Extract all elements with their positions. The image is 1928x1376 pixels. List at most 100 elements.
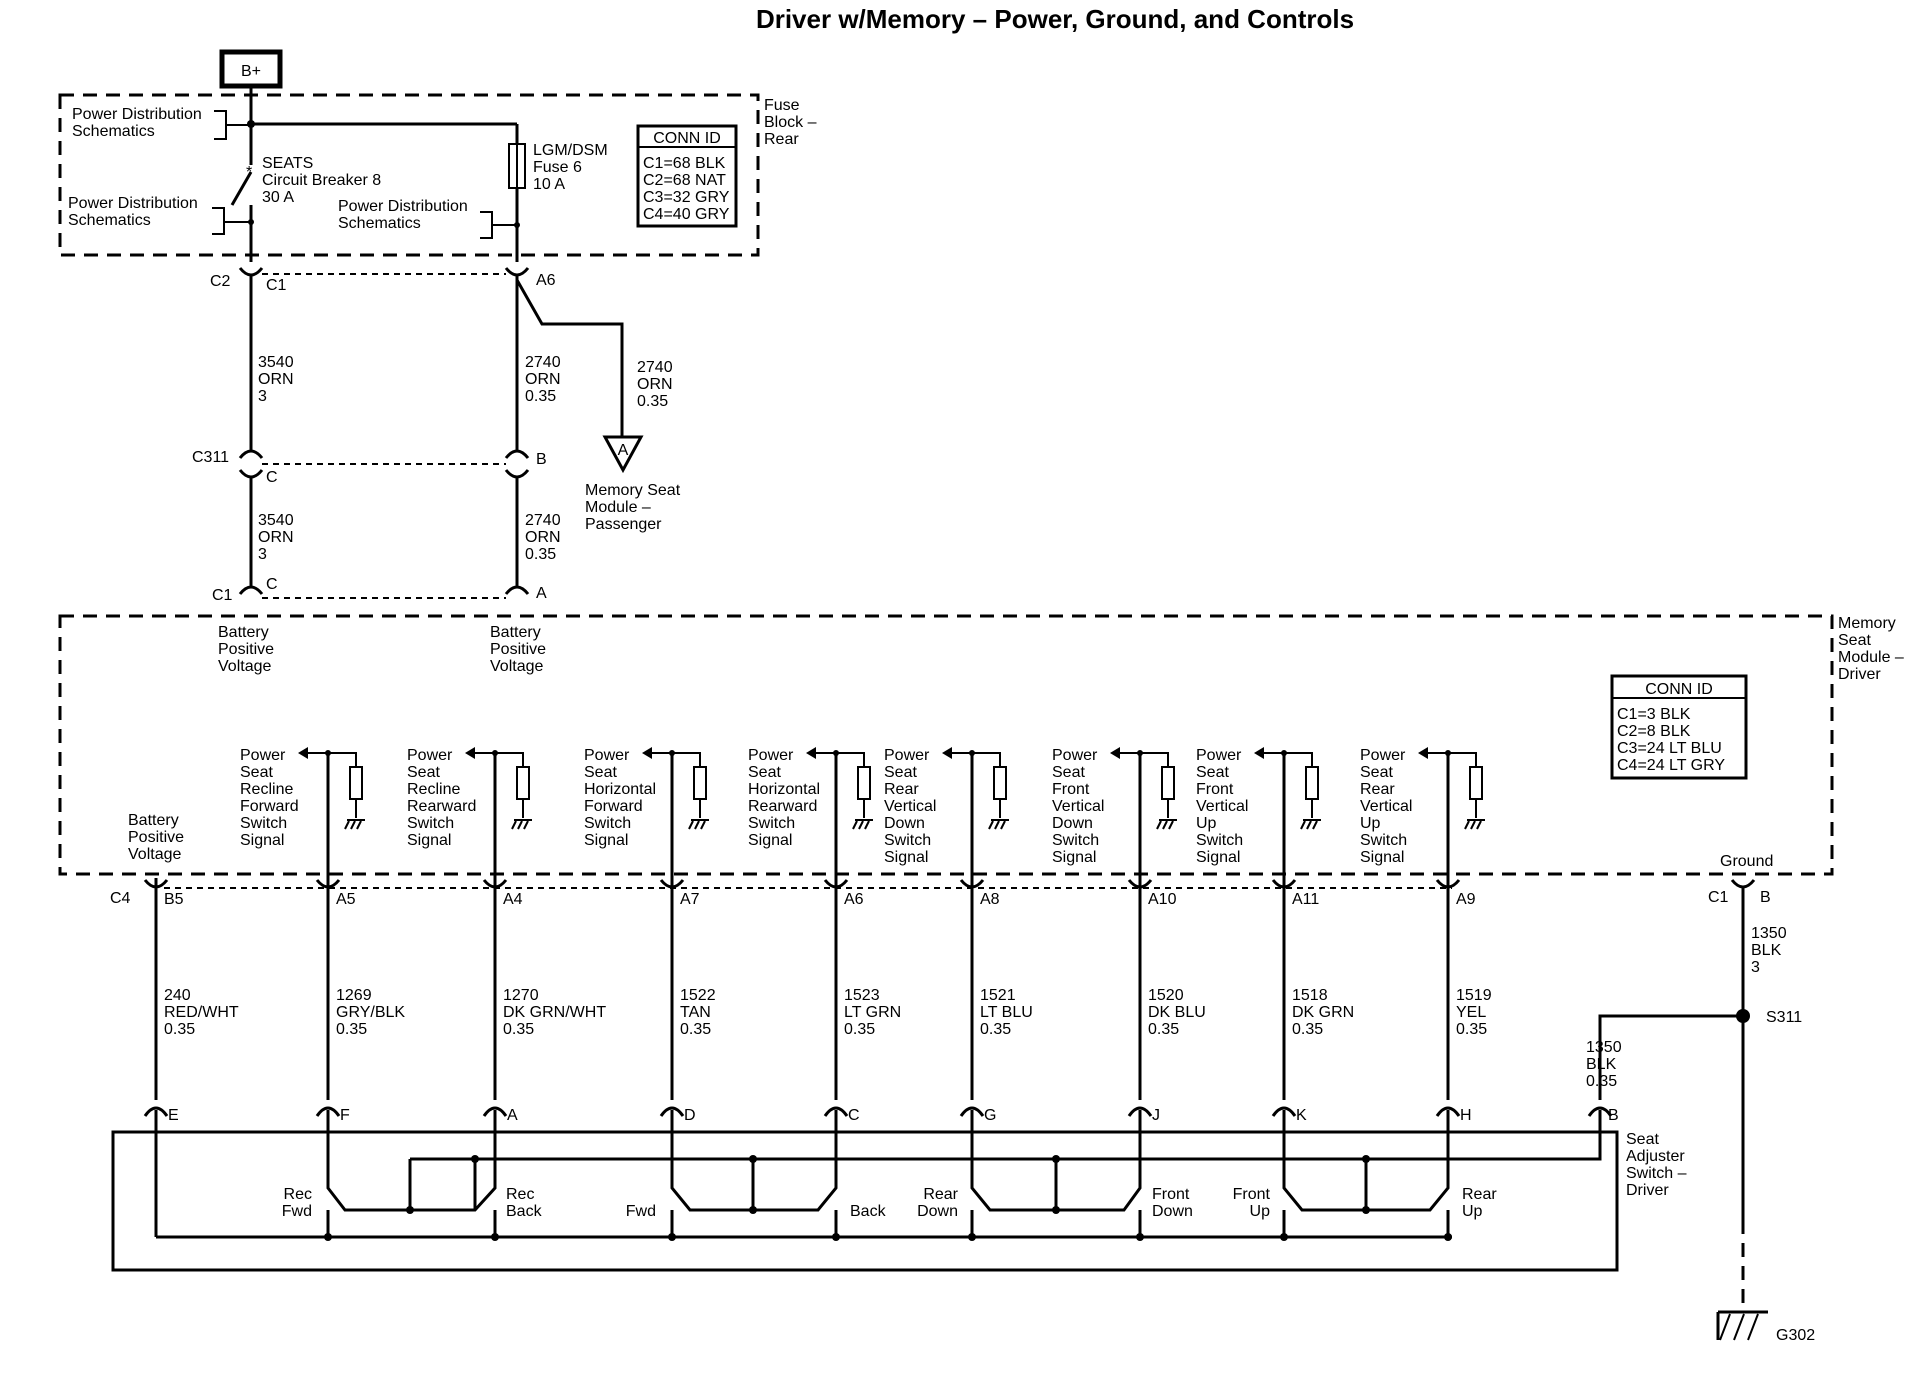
signal-label: Vertical bbox=[1052, 798, 1104, 815]
signal-label: Front bbox=[1052, 781, 1090, 798]
signal-label: Forward bbox=[584, 798, 643, 815]
wire-label: 1522 bbox=[680, 987, 716, 1004]
junction-dot bbox=[471, 1155, 479, 1163]
wire-3540b-2: ORN bbox=[258, 529, 294, 546]
wire-1350b-3: 0.35 bbox=[1586, 1073, 1617, 1090]
module-conn-4: C4=24 LT GRY bbox=[1617, 757, 1725, 774]
fuse-block-rear: Fuse Block – Rear B+ Power Distribution … bbox=[58, 49, 817, 262]
switch-pin-label: A bbox=[507, 1107, 518, 1124]
wire-label: 0.35 bbox=[680, 1021, 711, 1038]
resistor-icon bbox=[693, 766, 707, 800]
pds-label-2a: Power Distribution bbox=[68, 195, 198, 212]
resistor-icon bbox=[516, 766, 530, 800]
signal-label: Seat bbox=[748, 764, 781, 781]
module-pin-label: A10 bbox=[1148, 891, 1177, 908]
switch-pin-terminal bbox=[959, 1106, 985, 1117]
junction-dot bbox=[1362, 1206, 1370, 1214]
resistor-lead bbox=[328, 752, 357, 767]
fuse-label-1: LGM/DSM bbox=[533, 142, 608, 159]
resistor-lead bbox=[836, 752, 865, 767]
signal-label: Power bbox=[1360, 747, 1406, 764]
passenger-offpage-triangle bbox=[602, 435, 644, 474]
resistor-lead bbox=[1140, 752, 1169, 767]
junction-dot bbox=[832, 1233, 840, 1241]
signal-arrow-icon bbox=[1418, 747, 1428, 759]
wire-label: DK GRN/WHT bbox=[503, 1004, 606, 1021]
resistor-icon bbox=[349, 766, 363, 800]
wire-3540a-3: 3 bbox=[258, 388, 267, 405]
wire-label: TAN bbox=[680, 1004, 711, 1021]
switch-pin-b-label: B bbox=[1608, 1107, 1619, 1124]
switch-pin-label: E bbox=[168, 1107, 179, 1124]
junction-dot bbox=[668, 1233, 676, 1241]
resistor-lead bbox=[672, 752, 701, 767]
resistor-lead bbox=[972, 752, 1001, 767]
resistor-icon bbox=[1469, 766, 1483, 800]
rear-up-label-2: Up bbox=[1462, 1203, 1483, 1220]
signal-label: Down bbox=[884, 815, 925, 832]
wire-1350a-1: 1350 bbox=[1751, 925, 1787, 942]
signal-label: Front bbox=[1196, 781, 1234, 798]
memory-seat-module-driver: Memory Seat Module – Driver Battery Posi… bbox=[58, 614, 1904, 889]
wire-1350a-2: BLK bbox=[1751, 942, 1782, 959]
fuse-conn-4: C4=40 GRY bbox=[643, 206, 730, 223]
switch-pin-terminal bbox=[1271, 1106, 1297, 1117]
signal-label: Vertical bbox=[1196, 798, 1248, 815]
signal-label: Switch bbox=[240, 815, 287, 832]
signal-label: Signal bbox=[240, 832, 284, 849]
wire-label: 0.35 bbox=[164, 1021, 195, 1038]
signal-label: Power bbox=[1196, 747, 1242, 764]
breaker-label-1: SEATS bbox=[262, 155, 313, 172]
diagram-title: Driver w/Memory – Power, Ground, and Con… bbox=[756, 4, 1354, 34]
signal-label: Switch bbox=[1360, 832, 1407, 849]
signal-label: Recline bbox=[407, 781, 460, 798]
bpv2-label-3: Voltage bbox=[490, 658, 543, 675]
module-label-4: Driver bbox=[1838, 666, 1881, 683]
bpv3-label-1: Battery bbox=[128, 812, 179, 829]
signal-label: Signal bbox=[884, 849, 928, 866]
fuse-label-3: 10 A bbox=[533, 176, 565, 193]
bpv1-label-2: Positive bbox=[218, 641, 274, 658]
junction-dot bbox=[749, 1155, 757, 1163]
signal-label: Rearward bbox=[407, 798, 476, 815]
seat-adjuster-switch-driver: Seat Adjuster Switch – Driver Rec Fwd bbox=[111, 1130, 1687, 1272]
circuit-group: B5240RED/WHT0.35EA51269GRY/BLK0.35FA4127… bbox=[143, 878, 1492, 1132]
switch-junction-dots bbox=[324, 1155, 1452, 1241]
fuse-conn-1: C1=68 BLK bbox=[643, 155, 726, 172]
wire-label: 0.35 bbox=[844, 1021, 875, 1038]
junction-dot bbox=[491, 1233, 499, 1241]
signal-label: Power bbox=[240, 747, 286, 764]
pds-label-1a: Power Distribution bbox=[72, 106, 202, 123]
fwd-label: Fwd bbox=[626, 1203, 656, 1220]
signal-arrow-icon bbox=[1110, 747, 1120, 759]
module-conn-id-title: CONN ID bbox=[1645, 681, 1713, 698]
signal-label: Horizontal bbox=[748, 781, 820, 798]
resistor-icon bbox=[857, 766, 871, 800]
conn-c311-b-label: B bbox=[536, 451, 547, 468]
wire-label: 1519 bbox=[1456, 987, 1492, 1004]
junction-dot bbox=[1052, 1155, 1060, 1163]
fuse-label-2: Fuse 6 bbox=[533, 159, 582, 176]
module-pin-label: B5 bbox=[164, 891, 184, 908]
wire-label: 0.35 bbox=[1292, 1021, 1323, 1038]
module-conn-3: C3=24 LT BLU bbox=[1617, 740, 1722, 757]
rear-up-label-1: Rear bbox=[1462, 1186, 1497, 1203]
junction-dot bbox=[1444, 1233, 1452, 1241]
wire-label: 1523 bbox=[844, 987, 880, 1004]
conn-c1-top-label: C1 bbox=[266, 277, 287, 294]
switch-pin-terminal bbox=[823, 1106, 849, 1117]
wire-2740c-3: 0.35 bbox=[525, 546, 556, 563]
rear-down-label-1: Rear bbox=[923, 1186, 958, 1203]
signal-label: Vertical bbox=[884, 798, 936, 815]
